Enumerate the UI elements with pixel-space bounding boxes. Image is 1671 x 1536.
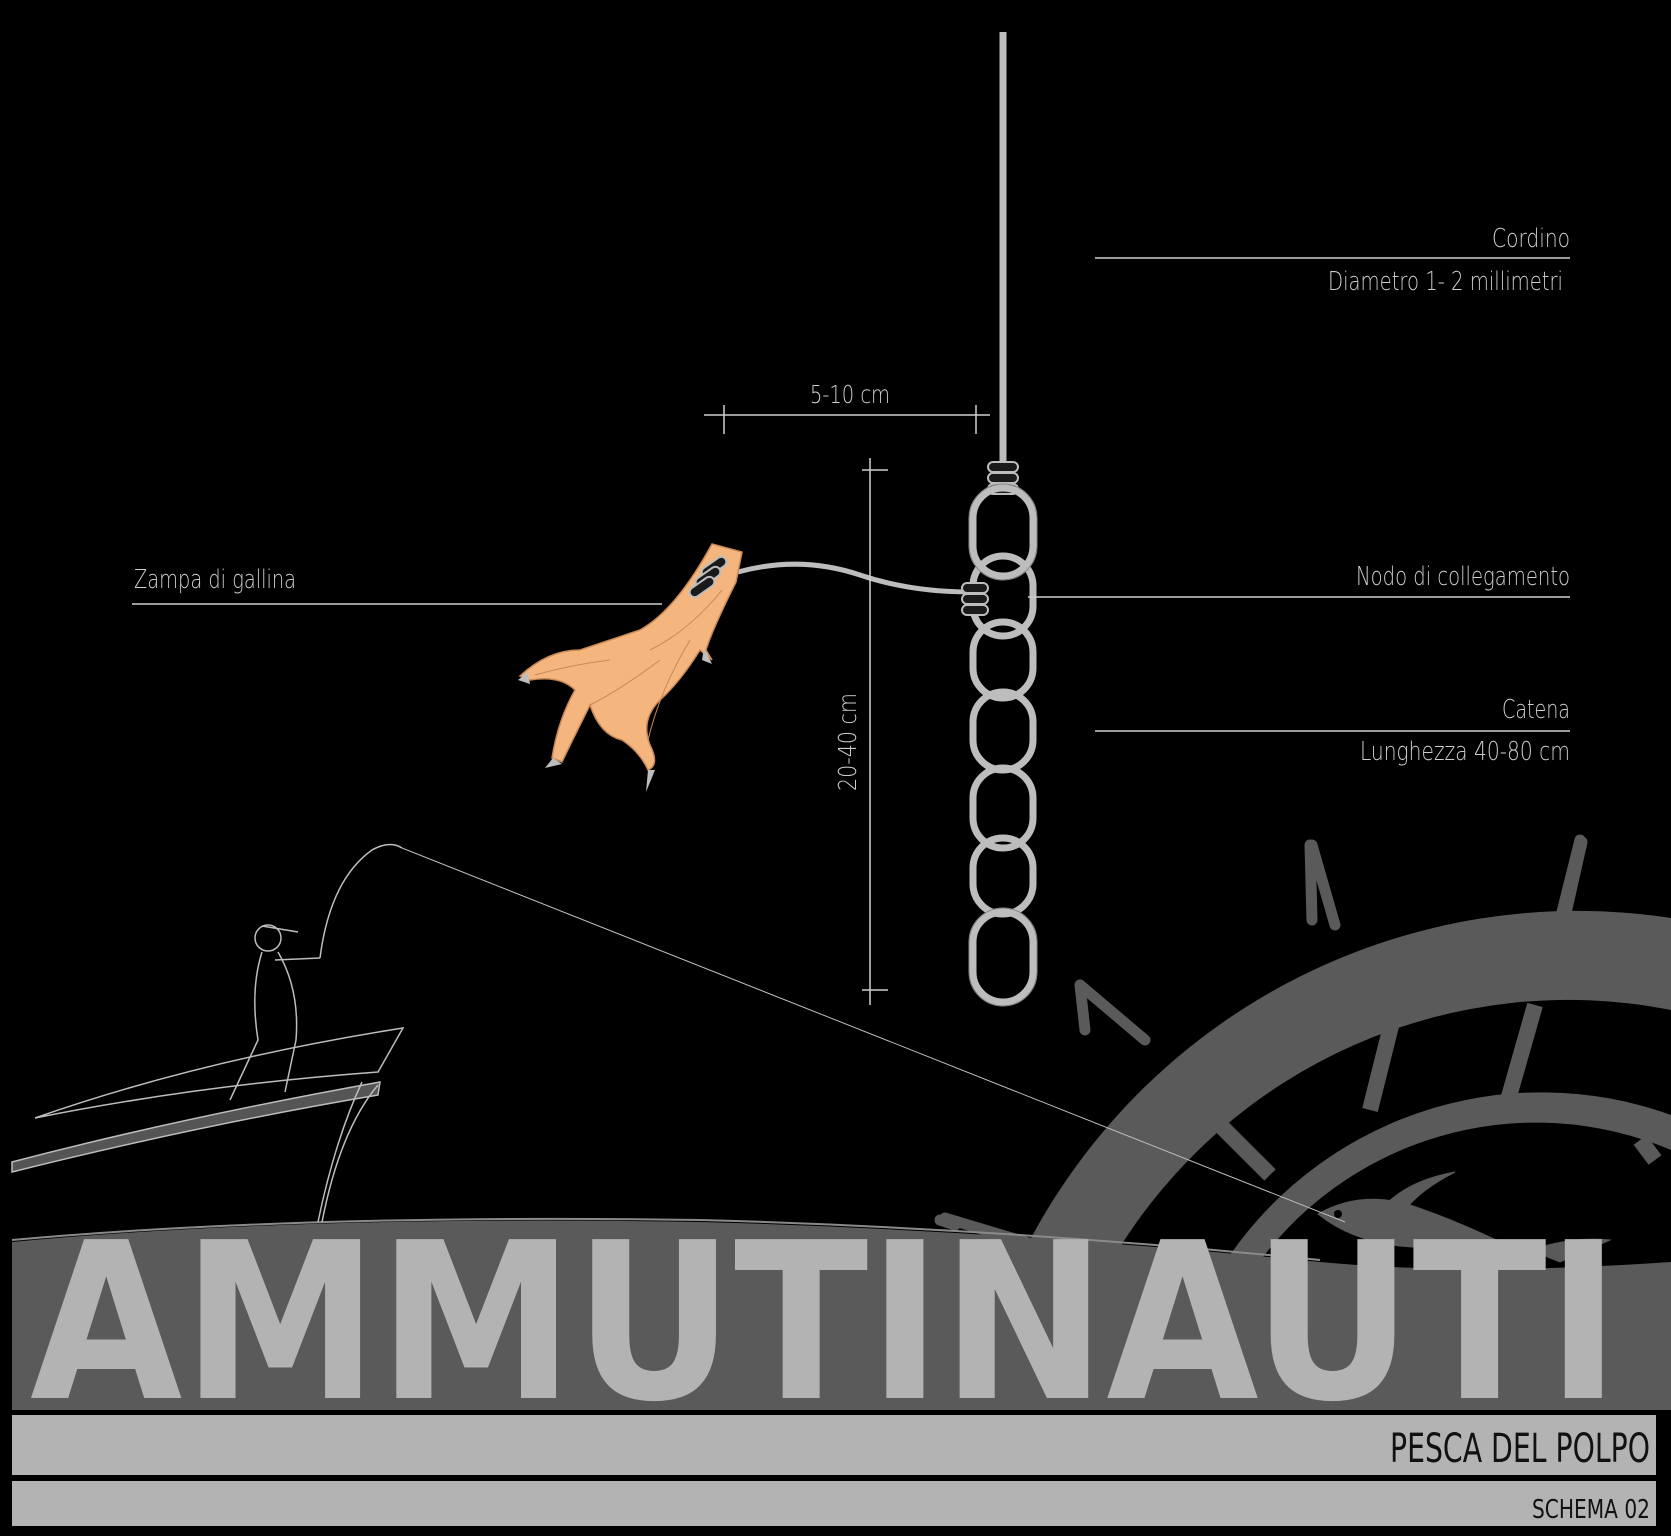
zampa-label: Zampa di gallina [134, 565, 296, 595]
connecting-wire [737, 561, 971, 595]
ship-wheel-icon [934, 834, 1671, 1275]
subtitle-text: SCHEMA 02 [1532, 1495, 1650, 1525]
height-dimension [862, 458, 888, 1005]
height-dimension-label: 20-40 cm [833, 693, 862, 791]
fisherman-icon [229, 843, 1346, 1223]
width-dimension [704, 405, 990, 434]
title-text: PESCA DEL POLPO [1390, 1426, 1650, 1472]
cordino-sublabel: Diametro 1- 2 millimetri [1328, 267, 1563, 297]
subtitle-banner [12, 1481, 1656, 1526]
title-banner [12, 1415, 1656, 1475]
width-dimension-label: 5-10 cm [810, 380, 890, 409]
cordino-label: Cordino [1492, 224, 1570, 254]
catena-sublabel: Lunghezza 40-80 cm [1360, 737, 1570, 767]
connection-knot [961, 582, 989, 616]
fish-icon [1317, 1171, 1612, 1269]
catena-label: Catena [1502, 695, 1570, 725]
wave-band [11, 1217, 1671, 1410]
brand-name: AMMUTINAUTI [30, 1197, 1620, 1450]
chain-icon [969, 484, 1037, 1006]
nodo-label: Nodo di collegamento [1356, 562, 1570, 592]
boat-icon [11, 1027, 405, 1223]
chain-outline [968, 483, 1038, 1007]
chicken-foot-icon [518, 543, 743, 792]
